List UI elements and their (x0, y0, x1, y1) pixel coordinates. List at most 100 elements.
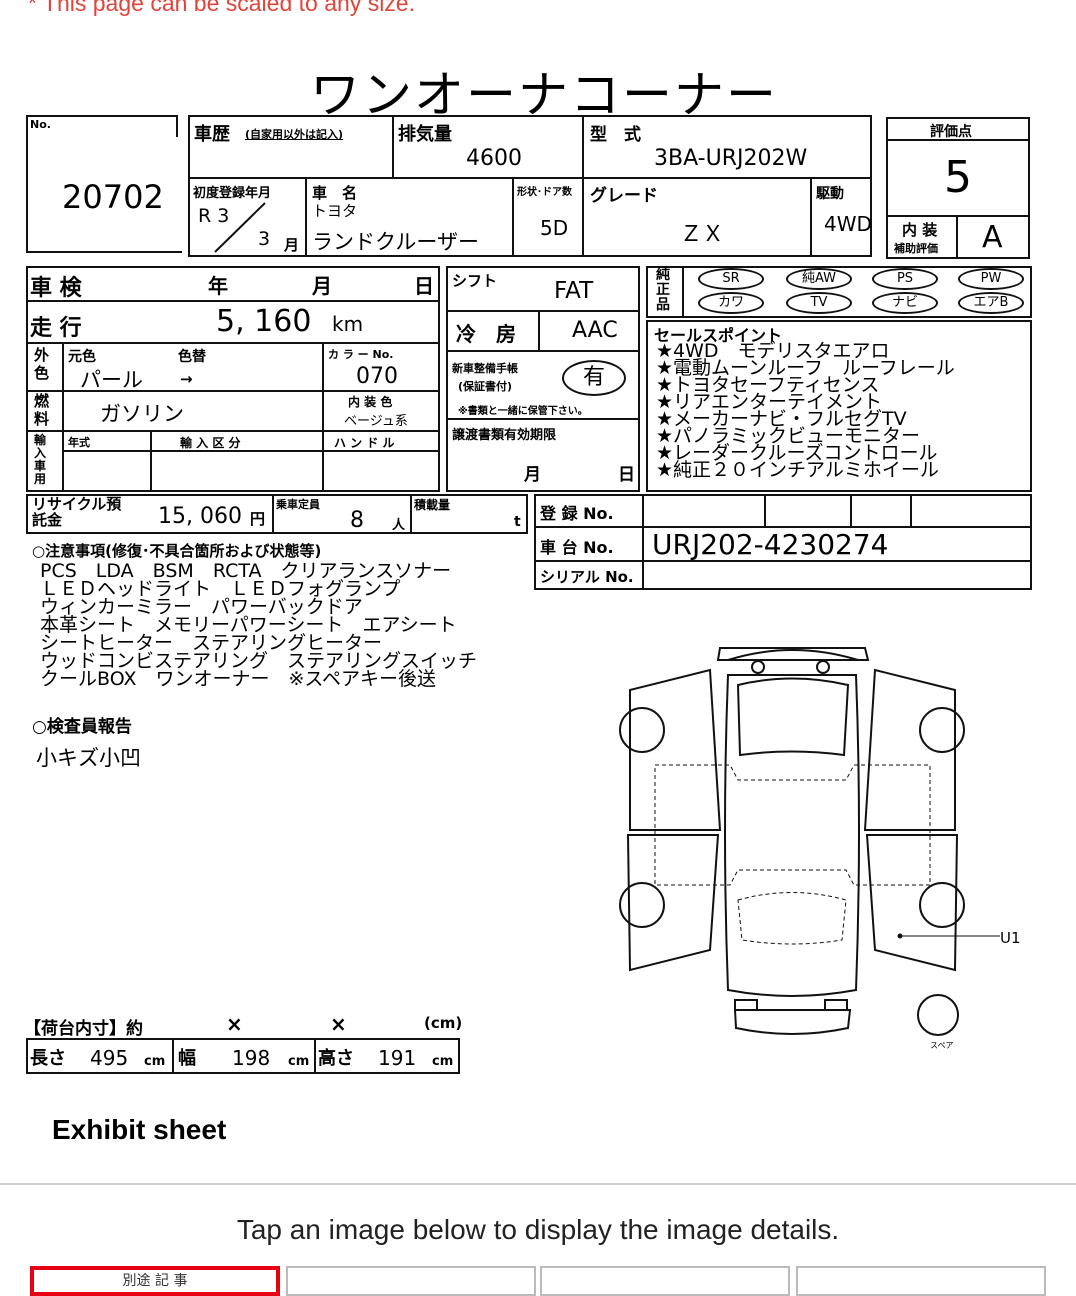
color-value: パール (80, 368, 143, 392)
door-label: 形状･ドア数 (517, 187, 572, 198)
left-grid-col-1 (62, 342, 64, 492)
wheel-front-left (619, 882, 665, 928)
maintenance-label: 新車整備手帳 (452, 362, 518, 375)
first-reg-era: R 3 (198, 205, 230, 227)
sales-point: ★トヨタセーフティセンス (656, 374, 880, 396)
car-name: ランドクルーザー (312, 230, 479, 254)
displacement-label: 排気量 (398, 124, 452, 145)
car-name-label: 車 名 (312, 184, 358, 202)
maintenance-note: ※書類と一緒に保管下さい。 (458, 406, 588, 417)
ac-value: AAC (572, 318, 618, 343)
score-box (886, 117, 1030, 259)
mileage-unit: km (332, 312, 364, 336)
score-value: 5 (944, 152, 972, 203)
right-door-outline (863, 668, 956, 831)
score-box-line-2 (886, 215, 1030, 217)
shift-label: シフト (452, 272, 498, 290)
history-sub: (自家用以外は記入) (245, 128, 344, 141)
capacity-label: 乗車定員 (276, 498, 320, 511)
note-line: ウィンカーミラー パワーバックドア (40, 596, 363, 618)
col-line-2 (582, 115, 584, 257)
sales-point: ★純正２０インチアルミホイール (656, 459, 939, 481)
cargo-times-2: × (330, 1012, 347, 1036)
model-label: 型 式 (590, 125, 641, 145)
left-door-outline (629, 668, 722, 831)
sales-points-box (646, 320, 1032, 492)
middle-grid-line-3 (446, 418, 640, 420)
inspection-label: 車 検 (30, 276, 82, 301)
first-reg-month-unit: 月 (284, 236, 300, 254)
sales-point: ★4WD モデリスタエアロ (656, 340, 890, 362)
repaint-label: 色替 (178, 349, 206, 365)
score-box-line-3 (956, 215, 958, 259)
thumbnail-2[interactable] (286, 1266, 536, 1296)
inspector-label: ○検査員報告 (32, 717, 132, 737)
recycle-label: リサイクル預託金 (32, 495, 122, 529)
equipment-navi: ナビ (872, 292, 938, 314)
rear-spoiler (716, 647, 870, 661)
import-label: 輸入車用 (34, 433, 47, 486)
tap-instruction: Tap an image below to display the image … (236, 1214, 840, 1245)
equipment-leather: カワ (698, 292, 764, 314)
exhibit-sheet-caption: Exhibit sheet (52, 1114, 227, 1145)
no-label: No. (30, 118, 51, 131)
wheel-front-right (919, 882, 965, 928)
maker: トヨタ (312, 202, 358, 220)
first-reg-label: 初度登録年月 (193, 186, 272, 201)
reg-no-label: 登 録 No. (540, 504, 614, 523)
damage-mark: U1 (1000, 929, 1021, 947)
registration-cell-2 (850, 494, 852, 526)
length-label: 長さ (30, 1048, 66, 1069)
length-value: 495 (90, 1046, 129, 1070)
handle-label: ハ ン ド ル (334, 436, 395, 450)
middle-grid (446, 266, 640, 492)
sales-point: ★リアエンターテイメント (656, 391, 883, 413)
thumbnail-1[interactable]: 別途 記 事 (30, 1266, 280, 1296)
note-line: PCS LDA BSM RCTA クリアランスソナー (40, 560, 452, 582)
right-front-door-outline (865, 834, 959, 972)
thumbnail-4[interactable] (796, 1266, 1046, 1296)
equipment-ps: PS (872, 268, 938, 290)
cargo-unit: (cm) (424, 1014, 463, 1032)
section-divider (0, 1183, 1076, 1185)
left-grid-col-3 (150, 430, 152, 492)
rear-window (736, 677, 850, 757)
roof-curve (727, 649, 859, 661)
wheel-rear-left (619, 707, 665, 753)
color-no: 070 (356, 364, 398, 389)
thumbnail-3[interactable] (540, 1266, 790, 1296)
left-grid-line-2 (26, 342, 440, 344)
middle-grid-line-2 (446, 350, 640, 352)
interior-color-label: 内 装 色 (348, 395, 393, 409)
width-unit: cm (288, 1054, 310, 1069)
note-line: シートヒーター ステアリングヒーター (40, 632, 383, 654)
equipment-col (682, 266, 684, 318)
exhibit-sheet[interactable]: ワンオーナコーナー No. 20702 車歴 (自家用以外は記入) 排気量 46… (0, 0, 1076, 1100)
equipment-box (646, 266, 1032, 318)
width-value: 198 (232, 1046, 271, 1070)
middle-grid-line-1 (446, 310, 640, 312)
history-label: 車歴 (194, 124, 230, 145)
sales-point: ★パノラミックビューモニター (656, 425, 921, 447)
registration-box (534, 494, 1032, 590)
fuel-value: ガソリン (100, 402, 184, 426)
color-arrow: → (180, 370, 193, 388)
cargo-box (26, 1038, 460, 1074)
damage-point (897, 933, 903, 939)
interior-grade: A (982, 220, 1003, 255)
registration-cell-1 (764, 494, 766, 526)
sales-points-label: セールスポイント (654, 326, 783, 345)
spare-tire (917, 994, 959, 1036)
lot-box (26, 115, 182, 253)
color-no-label: カ ラ ー No. (328, 348, 394, 361)
col-line-4 (512, 177, 514, 257)
sheet-title: ワンオーナコーナー (310, 66, 778, 124)
transfer-day-unit: 日 (618, 465, 635, 485)
car-body (724, 674, 860, 997)
spare-label: スペア (930, 1041, 953, 1050)
sales-point: ★電動ムーンルーフ ルーフレール (656, 357, 955, 379)
shift-value: FAT (554, 278, 594, 304)
recycle-col-2 (410, 494, 412, 534)
sales-point: ★レーダークルーズコントロール (656, 442, 938, 464)
car-damage-diagram[interactable]: U1 スペア (610, 630, 1040, 1060)
